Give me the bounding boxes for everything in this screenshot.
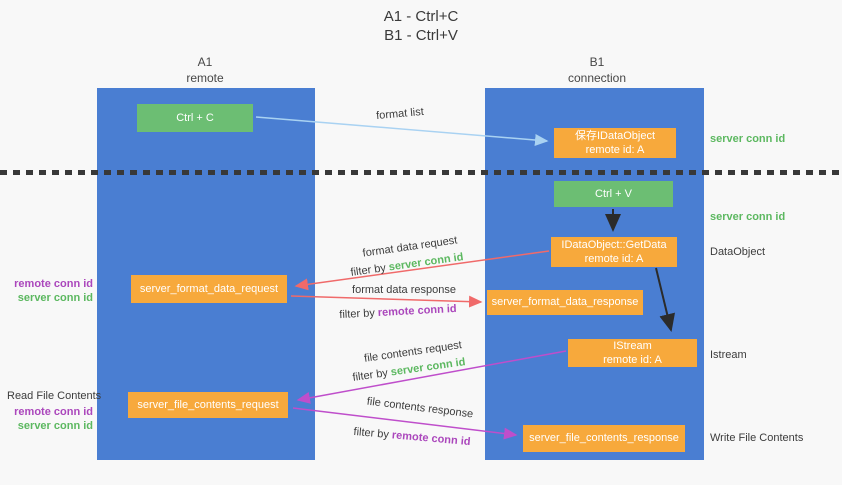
label-file-contents-response: file contents response: [366, 395, 474, 421]
node-server-file-contents-response-label: server_file_contents_response: [529, 432, 679, 445]
left-label-remote-conn-id-2: remote conn id: [14, 406, 93, 418]
node-idataobject-getdata: IDataObject::GetData remote id: A: [551, 237, 677, 267]
filter-by-text: filter by: [353, 425, 390, 441]
title-line-1: A1 - Ctrl+C: [383, 8, 459, 25]
right-label-dataobject: DataObject: [710, 246, 766, 258]
lifeline-b1-subtitle: connection: [567, 70, 627, 85]
lifeline-a1-name: A1: [197, 55, 213, 69]
label-file-contents-response-filter: filter by remote conn id: [353, 426, 471, 448]
label-format-data-response: format data response: [352, 284, 456, 296]
remote-conn-id-text: remote conn id: [391, 429, 471, 449]
right-label-server-conn-id-1: server conn id: [710, 133, 786, 145]
filter-by-text: filter by: [339, 307, 376, 322]
filter-by-text: filter by: [349, 262, 387, 279]
left-label-remote-conn-id-1: remote conn id: [14, 278, 93, 290]
node-ctrl-v: Ctrl + V: [554, 181, 673, 207]
node-idataobject-getdata-line2: remote id: A: [584, 253, 644, 265]
left-label-read-file-contents: Read File Contents: [7, 390, 102, 402]
left-label-server-conn-id-1: server conn id: [17, 292, 93, 304]
diagram-title: A1 - Ctrl+C B1 - Ctrl+V: [0, 8, 842, 46]
right-label-server-conn-id-2: server conn id: [710, 211, 786, 223]
node-server-format-data-request-label: server_format_data_request: [139, 282, 279, 295]
right-label-write-file-contents: Write File Contents: [710, 432, 804, 444]
node-istream: IStream remote id: A: [568, 339, 697, 367]
lifeline-a1-subtitle: remote: [186, 70, 224, 85]
node-ctrl-c-label: Ctrl + C: [176, 111, 214, 124]
remote-conn-id-text: remote conn id: [377, 302, 457, 320]
label-format-list: format list: [375, 105, 425, 123]
right-label-istream: Istream: [710, 349, 747, 361]
title-line-2: B1 - Ctrl+V: [384, 26, 458, 44]
left-label-server-conn-id-2: server conn id: [17, 420, 93, 432]
arrow-format-data-response: [290, 295, 483, 308]
node-istream-line1: IStream: [613, 339, 652, 352]
label-format-data-response-filter: filter by remote conn id: [339, 303, 457, 321]
node-server-format-data-response: server_format_data_response: [487, 290, 643, 315]
node-save-idataobject-line2: remote id: A: [585, 144, 645, 156]
node-server-format-data-response-label: server_format_data_response: [491, 296, 639, 309]
node-idataobject-getdata-line1: IDataObject::GetData: [561, 238, 667, 251]
lifeline-a1-header: A1 remote: [186, 55, 223, 86]
node-istream-line2: remote id: A: [603, 354, 662, 366]
node-ctrl-v-label: Ctrl + V: [595, 187, 632, 200]
node-server-file-contents-request-label: server_file_contents_request: [137, 398, 279, 411]
node-server-file-contents-request: server_file_contents_request: [128, 392, 288, 418]
node-save-idataobject-line1: 保存IDataObject: [574, 129, 656, 142]
node-server-file-contents-response: server_file_contents_response: [523, 425, 685, 452]
lifeline-b1-header: B1 connection: [568, 55, 626, 86]
separator-dotted-line: [0, 170, 842, 175]
node-ctrl-c: Ctrl + C: [137, 104, 253, 132]
node-server-format-data-request: server_format_data_request: [131, 275, 287, 303]
node-save-idataobject: 保存IDataObject remote id: A: [554, 128, 676, 158]
lifeline-b1-name: B1: [589, 55, 605, 69]
filter-by-text: filter by: [351, 367, 389, 384]
